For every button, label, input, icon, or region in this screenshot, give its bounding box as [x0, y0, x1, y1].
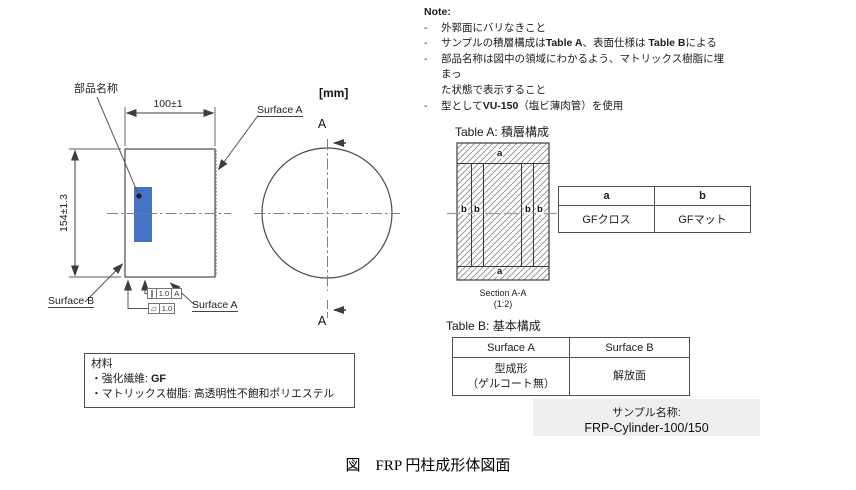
sample-name-box: サンプル名称: FRP-Cylinder-100/150	[533, 399, 760, 436]
surface-b-spec: 解放面	[569, 357, 690, 396]
layer-label-b: b	[460, 204, 468, 215]
note-item: - 型としてVU-150（塩ビ薄肉管）を使用	[424, 99, 624, 112]
gdt-flatness-connector	[124, 279, 148, 309]
note-item: - 外郭面にバリなきこと	[424, 21, 546, 34]
unit-label: [mm]	[319, 86, 349, 100]
table-a-title: Table A: 積層構成	[455, 125, 550, 139]
laminate-col-a-value: GFクロス	[558, 205, 655, 233]
surface-b-header: Surface B	[569, 337, 690, 358]
laminate-col-a-header: a	[558, 186, 655, 206]
section-letter-bottom: A	[317, 314, 327, 328]
part-name-highlight-region	[134, 187, 152, 242]
table-row: GFクロス GFマット	[558, 205, 751, 233]
surface-b-leader	[84, 263, 124, 303]
note-item: - 部品名称は図中の領域にわかるよう、マトリックス樹脂に埋まった状態で表示するこ…	[424, 52, 725, 96]
note-title: Note:	[424, 6, 451, 18]
figure-caption: 図 FRP 円柱成形体図面	[345, 458, 511, 474]
surface-a-header: Surface A	[452, 337, 570, 358]
materials-matrix: ・マトリックス樹脂: 高透明性不飽和ポリエステル	[91, 388, 335, 401]
section-caption: Section A-A (1:2)	[479, 288, 527, 309]
part-name-label: 部品名称	[74, 83, 118, 95]
gdt-parallelism-connector	[141, 279, 149, 294]
sample-name-label: サンプル名称:	[612, 407, 681, 419]
layer-label-b: b	[473, 204, 481, 215]
note-block: Note: - 外郭面にバリなきこと - サンプルの積層構成はTable A、表…	[424, 5, 732, 114]
laminate-col-b-header: b	[654, 186, 751, 206]
section-letter-top: A	[317, 117, 327, 131]
sample-name-value: FRP-Cylinder-100/150	[584, 421, 709, 435]
parallelism-symbol: ∥	[148, 289, 157, 298]
layer-label-a-top: a	[496, 148, 504, 159]
gdt-frame-parallelism: ∥ 1.0 A	[147, 288, 183, 299]
gdt-frame-flatness: ▱ 1.0	[148, 303, 176, 314]
materials-fiber: ・強化繊維: GF	[91, 373, 166, 386]
surface-a-top-label: Surface A	[257, 104, 303, 117]
surface-a-spec: 型成形（ゲルコート無）	[452, 357, 570, 396]
laminate-table: a b GFクロス GFマット	[558, 186, 751, 233]
part-name-leader-dot	[136, 193, 142, 199]
materials-title: 材料	[91, 358, 113, 370]
materials-box: 材料 ・強化繊維: GF ・マトリックス樹脂: 高透明性不飽和ポリエステル	[84, 353, 355, 408]
laminate-col-b-value: GFマット	[654, 205, 751, 233]
table-row: 型成形（ゲルコート無） 解放面	[452, 357, 690, 396]
part-name-leader-line	[96, 96, 139, 194]
surface-b-label: Surface B	[48, 295, 95, 308]
table-b-title: Table B: 基本構成	[446, 319, 541, 333]
surface-a-bottom-label: Surface A	[192, 299, 238, 312]
height-dimension-text: 154±1.3	[58, 194, 70, 232]
layer-label-a-bottom: a	[496, 266, 504, 277]
layer-label-b: b	[524, 204, 532, 215]
surface-spec-table: Surface A Surface B 型成形（ゲルコート無） 解放面	[452, 337, 690, 396]
note-item: - サンプルの積層構成はTable A、表面仕様は Table Bによる	[424, 37, 717, 50]
surface-a-top-leader	[217, 115, 259, 171]
width-dimension-text: 100±1	[153, 98, 183, 110]
surface-a-bottom-leader	[169, 282, 196, 306]
flatness-symbol: ▱	[149, 304, 160, 313]
layer-label-b: b	[536, 204, 544, 215]
